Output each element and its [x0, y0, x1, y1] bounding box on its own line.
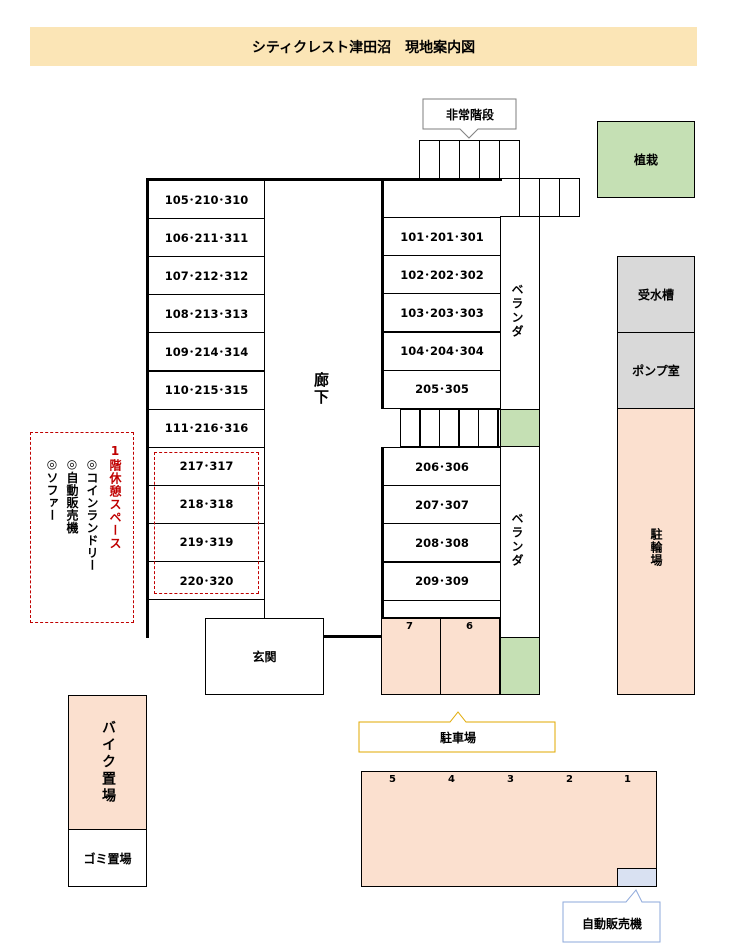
room-108-213-313: 108･213･313: [146, 294, 265, 334]
stair-step: [479, 140, 500, 180]
vending-machine-spot: [617, 868, 657, 887]
rest-space-item-vending: ◎自動販売機: [65, 457, 79, 534]
bike-parking: [68, 695, 147, 830]
green-space-bottom: [500, 637, 540, 695]
stair-step: [459, 140, 480, 180]
room-105-210-310: 105･210･310: [146, 180, 265, 219]
parking-lot-num-5: 5: [389, 774, 396, 785]
room-101-201-301: 101･201･301: [381, 217, 501, 256]
veranda-lower-label: ベランダ: [510, 512, 524, 568]
room-empty: [381, 600, 501, 618]
emergency-stairs-label: 非常階段: [445, 107, 494, 122]
room-103-203-303: 103･203･303: [381, 293, 501, 333]
room-218-318: 218･318: [146, 484, 265, 524]
parking-num-7: 7: [406, 621, 413, 632]
water-tank: 受水槽: [617, 256, 695, 333]
stair-step: [400, 409, 420, 447]
stair-step: [478, 409, 498, 447]
room-209-309: 209･309: [381, 561, 501, 601]
parking-label: 駐車場: [439, 730, 476, 745]
parking-callout: [358, 711, 556, 753]
parking-num-6: 6: [466, 621, 473, 632]
garbage-area: ゴミ置場: [68, 829, 147, 887]
stair-step: [519, 178, 540, 217]
bike-parking-label: バイク置場: [100, 720, 116, 805]
rest-space-title: 1階休憩スペース: [108, 444, 122, 550]
room-109-214-314: 109･214･314: [146, 332, 265, 372]
veranda-upper-label: ベランダ: [510, 283, 524, 339]
planting: 植栽: [597, 121, 695, 198]
room-208-308: 208･308: [381, 523, 501, 563]
parking-lot-num-1: 1: [624, 774, 631, 785]
stair-step: [458, 409, 479, 447]
parking-lot: [361, 771, 657, 887]
room-110-215-315: 110･215･315: [146, 370, 265, 410]
corridor-label: 廊下: [312, 372, 330, 406]
veranda-lower: [500, 446, 540, 638]
rest-space-item-sofa: ◎ソファー: [45, 457, 59, 522]
room-111-216-316: 111･216･316: [146, 408, 265, 448]
green-space-middle: [500, 409, 540, 447]
vending-callout: [562, 889, 661, 943]
stair-step: [419, 140, 440, 180]
bicycle-parking: [617, 408, 695, 695]
bicycle-parking-label: 駐輪場: [649, 528, 663, 567]
stair-step: [439, 140, 460, 180]
veranda-upper: [500, 216, 540, 410]
parking-lot-num-2: 2: [566, 774, 573, 785]
room-104-204-304: 104･204･304: [381, 331, 501, 371]
room-207-307: 207･307: [381, 485, 501, 525]
page-title: シティクレスト津田沼 現地案内図: [30, 27, 697, 66]
stair-step: [439, 409, 459, 447]
room-102-202-302: 102･202･302: [381, 255, 501, 295]
stair-step: [499, 140, 520, 180]
room-219-319: 219･319: [146, 522, 265, 562]
stair-step: [559, 178, 580, 217]
room-205-305: 205･305: [381, 369, 501, 409]
rest-space-item-laundry: ◎コインランドリー: [85, 457, 99, 572]
rest-space-area: [30, 432, 134, 623]
parking-lot-num-3: 3: [507, 774, 514, 785]
emergency-stairs-callout: [422, 98, 517, 139]
parking-space-7: [381, 618, 441, 695]
rest-space-rooms: [154, 452, 259, 594]
stair-step: [419, 409, 440, 447]
pump-room: ポンプ室: [617, 332, 695, 409]
parking-lot-num-4: 4: [448, 774, 455, 785]
stair-step: [499, 178, 520, 217]
parking-space-6: [440, 618, 500, 695]
room-106-211-311: 106･211･311: [146, 218, 265, 258]
stair-step: [539, 178, 560, 217]
room-107-212-312: 107･212･312: [146, 256, 265, 296]
vending-machine-label: 自動販売機: [581, 916, 642, 931]
room-206-306: 206･306: [381, 447, 501, 486]
room-217-317: 217･317: [146, 446, 265, 486]
entrance: 玄関: [205, 618, 324, 695]
stair-landing: [381, 178, 502, 217]
